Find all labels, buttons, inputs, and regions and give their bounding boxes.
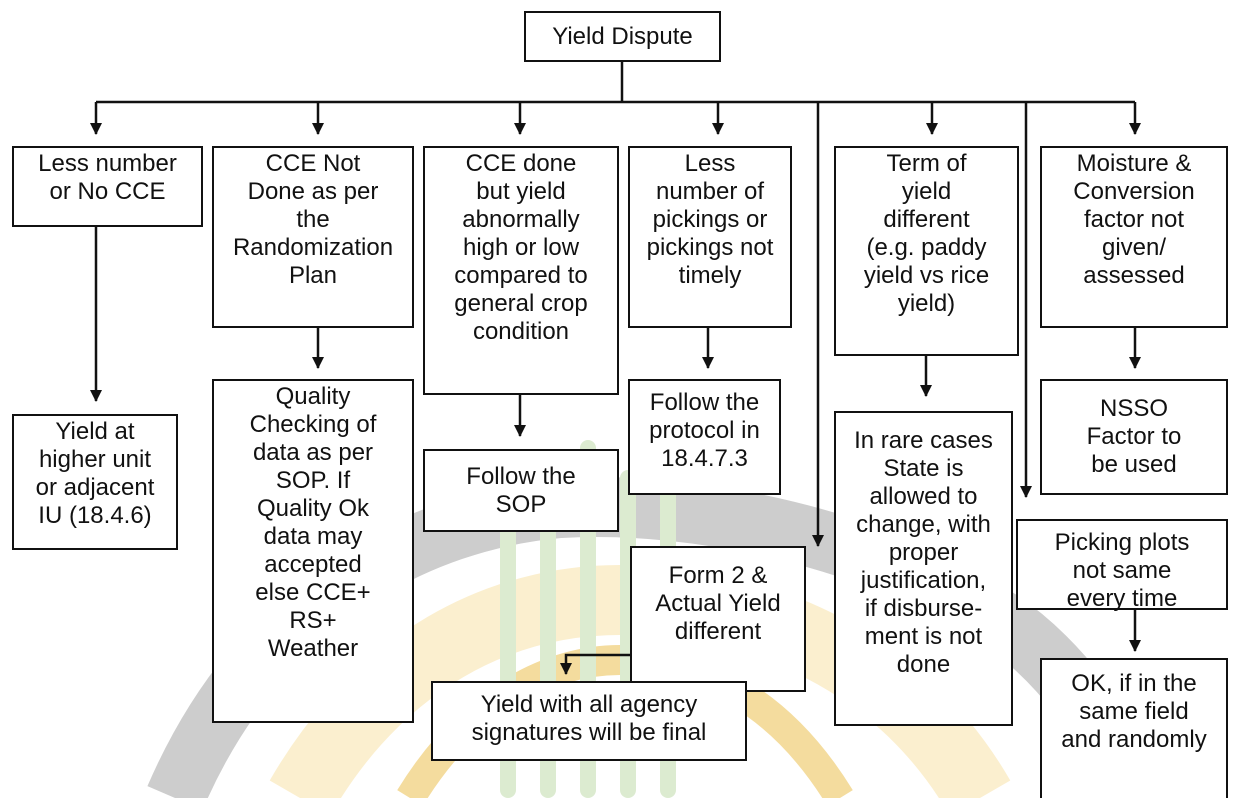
box-rare-cases: In rare cases State is allowed to change… (834, 411, 1013, 726)
root-box-yield-dispute: Yield Dispute (524, 11, 721, 62)
box-less-pickings: Less number of pickings or pickings not … (628, 146, 792, 328)
box-ok-same-field: OK, if in the same field and randomly (1040, 658, 1228, 798)
box-follow-protocol: Follow the protocol in 18.4.7.3 (628, 379, 781, 495)
box-term-of-yield: Term of yield different (e.g. paddy yiel… (834, 146, 1019, 356)
box-picking-plots: Picking plots not same every time (1016, 519, 1228, 612)
box-follow-sop: Follow the SOP (423, 449, 619, 532)
box-quality-checking: Quality Checking of data as per SOP. If … (212, 379, 414, 723)
box-cce-not-randomization: CCE Not Done as per the Randomization Pl… (212, 146, 414, 328)
box-cce-abnormal-yield: CCE done but yield abnormally high or lo… (423, 146, 619, 395)
box-moisture-conversion: Moisture & Conversion factor not given/ … (1040, 146, 1228, 328)
box-form2-actual-yield: Form 2 & Actual Yield different (630, 546, 806, 692)
box-agency-signatures: Yield with all agency signatures will be… (431, 681, 747, 761)
box-yield-higher-unit: Yield at higher unit or adjacent IU (18.… (12, 414, 178, 550)
arrow-form2-to-agency (560, 653, 630, 675)
box-nsso-factor: NSSO Factor to be used (1040, 379, 1228, 495)
box-less-number-no-cce: Less number or No CCE (12, 146, 203, 227)
